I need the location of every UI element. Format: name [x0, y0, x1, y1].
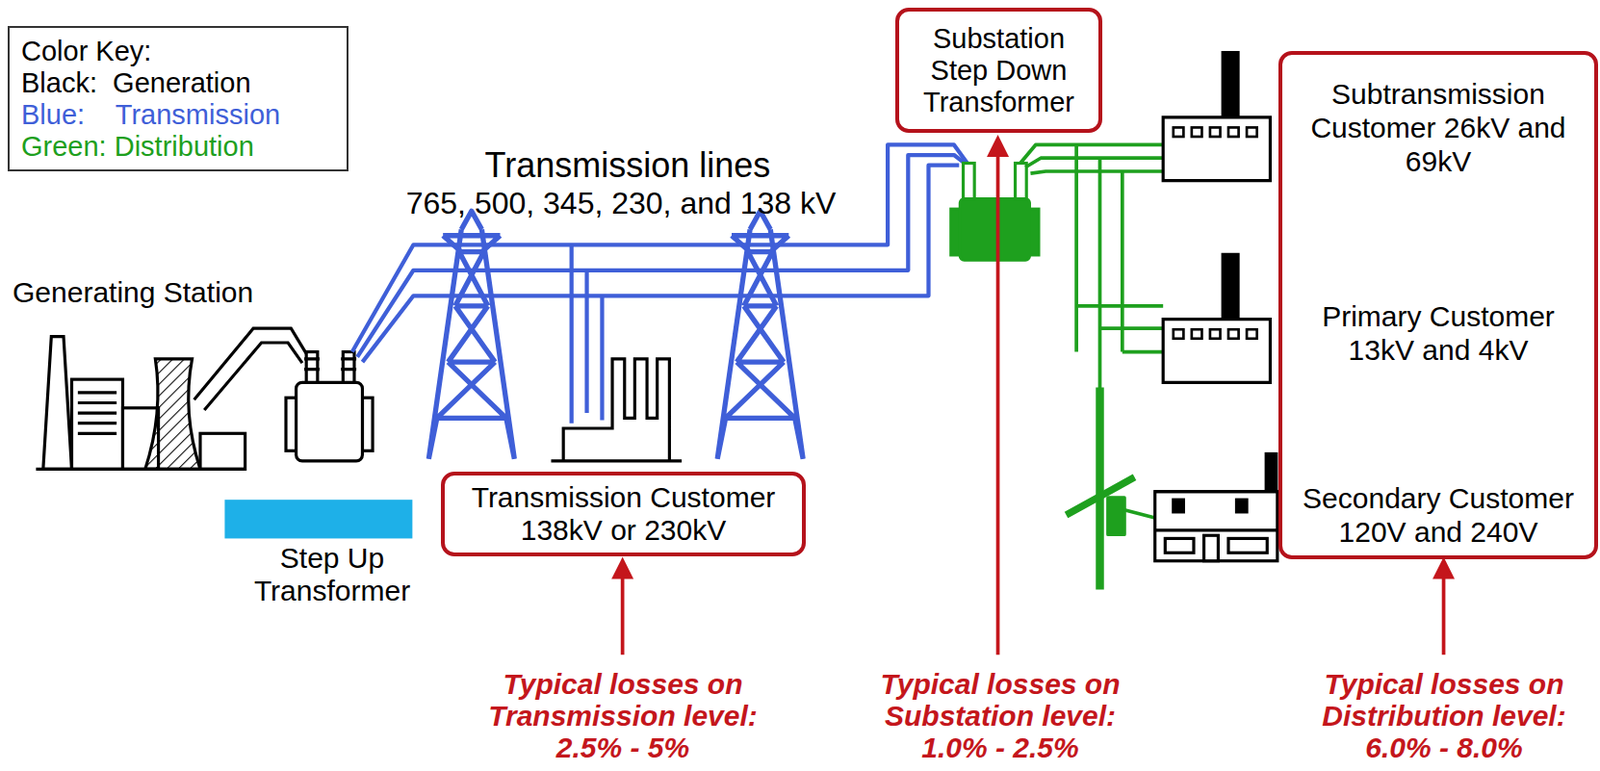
bushing: [963, 163, 976, 200]
boiler-house: [72, 379, 124, 469]
door: [1204, 535, 1219, 561]
smokestack: [43, 336, 73, 470]
voltage-list: 765, 500, 345, 230, and 138 kV: [406, 185, 837, 221]
arrow-head: [614, 561, 631, 578]
house-wall: [1155, 491, 1278, 562]
window: [1164, 538, 1194, 553]
transmission-conductor: [352, 144, 968, 352]
station-label: Generating Station: [12, 276, 254, 310]
switch-house: [200, 433, 246, 469]
step-up-transformer: [285, 352, 373, 462]
legend-entry: Green: Distribution: [21, 130, 336, 163]
node-text: Primary Customer 13kV and 4kV: [1293, 299, 1583, 367]
node-text: Transmission Customer: [471, 481, 776, 515]
section-title: Transmission lines: [485, 146, 772, 185]
subtransmission-factory: [1162, 51, 1270, 181]
legend-entry: Black: Generation: [21, 67, 336, 100]
transmission-tower: [428, 210, 515, 459]
bushing: [306, 352, 318, 384]
window: [1236, 499, 1247, 513]
node-text: Secondary Customer 120V and 240V: [1293, 481, 1583, 549]
transmission-tower: [717, 210, 803, 459]
customer-levels-box: Subtransmission Customer 26kV and 69kV Pr…: [1278, 51, 1599, 560]
boiler-stripes: [77, 392, 117, 434]
distribution-lines: [1020, 144, 1163, 590]
ground-line: [35, 467, 245, 471]
cooling-tower: [145, 359, 201, 469]
feeder: [1076, 306, 1163, 353]
legend-entry: Blue: Transmission: [21, 99, 336, 131]
service-drop: [1124, 510, 1157, 518]
generating-station: [35, 328, 309, 469]
primary-factory: [1162, 253, 1270, 384]
house: [1155, 453, 1278, 561]
bushing-sheds: [304, 359, 357, 370]
customer-taps: [571, 244, 603, 423]
leader-arrow: [996, 149, 1001, 656]
step-up-color-bar: [224, 499, 413, 539]
bushing: [342, 352, 355, 384]
transformer-tank: [959, 199, 1030, 261]
loss-note: Typical losses on Distribution level: 6.…: [1302, 668, 1587, 764]
utility-pole: [1095, 387, 1104, 591]
loss-note: Typical losses on Substation level: 1.0%…: [858, 668, 1143, 764]
house-lines: [1155, 491, 1278, 531]
substation-transformer: [951, 163, 1039, 261]
transformer-label: Step Up Transformer: [235, 541, 429, 608]
substation-box: Substation Step Down Transformer: [895, 7, 1103, 133]
transmission-customer-plant: [550, 359, 682, 462]
leader-arrow: [1442, 570, 1446, 655]
transformer-tank: [296, 382, 363, 462]
pole-transformer: [1108, 497, 1125, 535]
node-text: Color Key:: [21, 35, 336, 68]
transmission-conductor: [361, 165, 959, 362]
loss-note: Typical losses on Transmission level: 2.…: [481, 668, 766, 764]
arrow-head: [1435, 561, 1452, 578]
node-text: 138kV or 230kV: [520, 514, 726, 547]
house-chimney: [1265, 453, 1277, 494]
arrow-head: [989, 138, 1007, 155]
window: [1228, 538, 1267, 553]
transmission-customer-box: Transmission Customer138kV or 230kV: [440, 471, 806, 557]
leader-arrow: [620, 570, 625, 655]
window: [1173, 499, 1185, 513]
color-key-box: Color Key:Black: GenerationBlue: Transmi…: [7, 25, 349, 172]
feeder: [1020, 144, 1163, 174]
cooling-fin: [361, 397, 373, 451]
bushing: [1015, 163, 1028, 200]
node-text: Subtransmission Customer 26kV and 69kV: [1293, 77, 1583, 179]
node-text: Substation Step Down Transformer: [916, 23, 1083, 119]
